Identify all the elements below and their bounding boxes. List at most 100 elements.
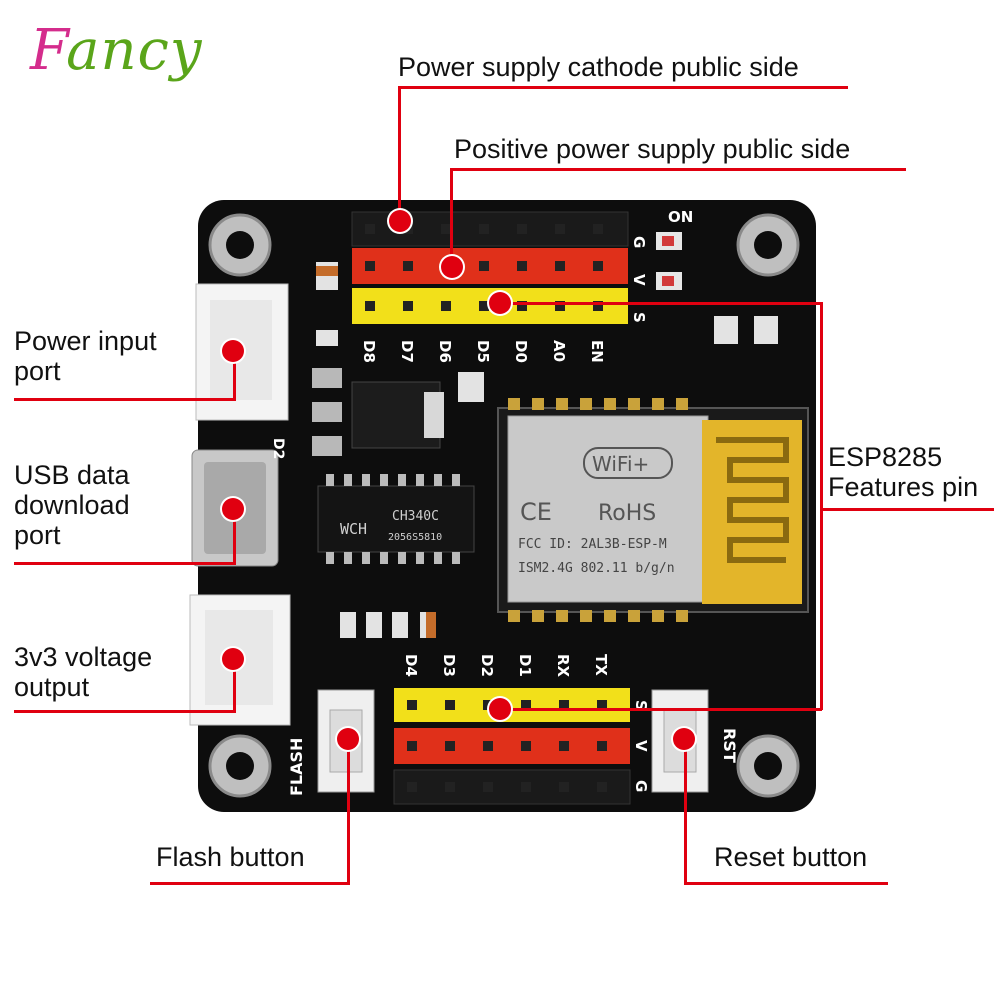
bottom-row-label: S	[632, 700, 650, 711]
header-pin	[479, 261, 489, 271]
header-pin	[407, 741, 417, 751]
top-row-label: S	[630, 312, 648, 323]
header-pin	[483, 782, 493, 792]
bottom-header-red	[394, 728, 630, 764]
header-pin	[403, 261, 413, 271]
top-header-red	[352, 248, 628, 284]
chip-pin	[326, 474, 334, 486]
label-cathode: Power supply cathode public side	[398, 52, 799, 82]
svg-text:WCH: WCH	[340, 520, 367, 538]
header-pin	[559, 700, 569, 710]
callout-dot-flash	[337, 728, 359, 750]
module-pin	[508, 610, 520, 622]
ch340c-chip: WCH CH340C 2056S5810	[317, 474, 475, 564]
header-pin	[403, 224, 413, 234]
brand-logo: Fancy	[30, 18, 203, 83]
module-pin	[604, 610, 616, 622]
chip-pin	[416, 474, 424, 486]
svg-text:ISM2.4G 802.11 b/g/n: ISM2.4G 802.11 b/g/n	[518, 561, 675, 576]
label-power-input: Power input port	[14, 326, 157, 386]
header-pin	[517, 261, 527, 271]
module-pin	[652, 398, 664, 410]
module-pin	[676, 398, 688, 410]
header-pin	[593, 224, 603, 234]
header-pin	[479, 301, 489, 311]
svg-text:CH340C: CH340C	[392, 509, 439, 524]
header-pin	[517, 224, 527, 234]
chip-pin	[416, 552, 424, 564]
header-pin	[521, 741, 531, 751]
header-pin	[445, 741, 455, 751]
top-row-label: V	[630, 274, 648, 286]
callout-line-cathode	[398, 86, 848, 89]
svg-text:2056S5810: 2056S5810	[388, 532, 442, 543]
svg-text:ON: ON	[668, 208, 693, 226]
header-pin	[559, 741, 569, 751]
callout-dot-usb	[222, 498, 244, 520]
header-pin	[593, 261, 603, 271]
label-usb-line3: port	[14, 520, 61, 550]
label-positive: Positive power supply public side	[454, 134, 851, 164]
callout-dot-cathode	[389, 210, 411, 232]
header-pin	[483, 700, 493, 710]
module-pin	[580, 610, 592, 622]
top-pin-label: D7	[398, 340, 416, 363]
label-usb-line1: USB data	[14, 460, 130, 490]
chip-pin	[344, 474, 352, 486]
callout-line-positive	[450, 168, 906, 171]
chip-pin	[434, 474, 442, 486]
bottom-pin-label: D3	[440, 654, 458, 677]
chip-pin	[398, 552, 406, 564]
callout-line-reset	[684, 882, 888, 885]
top-pin-label: D8	[360, 340, 378, 363]
label-usb: USB data download port	[14, 460, 130, 550]
bottom-header-yellow	[394, 688, 630, 722]
bottom-header-black	[393, 769, 631, 805]
svg-text:CE: CE	[520, 498, 552, 526]
module-pin	[556, 610, 568, 622]
label-3v3: 3v3 voltage output	[14, 642, 152, 702]
label-3v3-line2: output	[14, 672, 90, 702]
callout-dot-reset	[673, 728, 695, 750]
chip-pin	[362, 552, 370, 564]
callout-line-esp-top	[500, 302, 822, 305]
module-pin	[604, 398, 616, 410]
header-pin	[441, 301, 451, 311]
header-pin	[365, 261, 375, 271]
module-pin	[676, 610, 688, 622]
svg-text:FCC ID: 2AL3B-ESP-M: FCC ID: 2AL3B-ESP-M	[518, 537, 667, 552]
label-esp-line1: ESP8285	[828, 442, 943, 472]
header-pin	[365, 224, 375, 234]
svg-text:RST: RST	[720, 728, 739, 763]
svg-text:FLASH: FLASH	[287, 738, 306, 796]
label-usb-line2: download	[14, 490, 130, 520]
chip-pin	[452, 552, 460, 564]
header-pin	[555, 261, 565, 271]
callout-line-flash	[150, 882, 350, 885]
header-pin	[597, 700, 607, 710]
header-pin	[483, 741, 493, 751]
svg-text:D2: D2	[270, 438, 286, 459]
top-pin-label: EN	[588, 340, 606, 363]
header-pin	[555, 224, 565, 234]
label-reset: Reset button	[714, 842, 868, 872]
header-pin	[407, 700, 417, 710]
chip-pin	[434, 552, 442, 564]
header-pin	[403, 301, 413, 311]
top-pin-label: A0	[550, 340, 568, 362]
bottom-pin-label: TX	[592, 654, 610, 676]
callout-line-esp	[822, 508, 994, 511]
header-pin	[555, 301, 565, 311]
top-pin-label: D5	[474, 340, 492, 363]
callout-dot-power-input	[222, 340, 244, 362]
header-pin	[441, 224, 451, 234]
label-esp-line2: Features pin	[828, 472, 979, 502]
module-pin	[580, 398, 592, 410]
module-pin	[628, 610, 640, 622]
bottom-pin-label: D2	[478, 654, 496, 677]
header-pin	[365, 301, 375, 311]
label-esp: ESP8285 Features pin	[828, 442, 978, 502]
module-pin	[652, 610, 664, 622]
callout-dot-positive	[441, 256, 463, 278]
chip-pin	[398, 474, 406, 486]
